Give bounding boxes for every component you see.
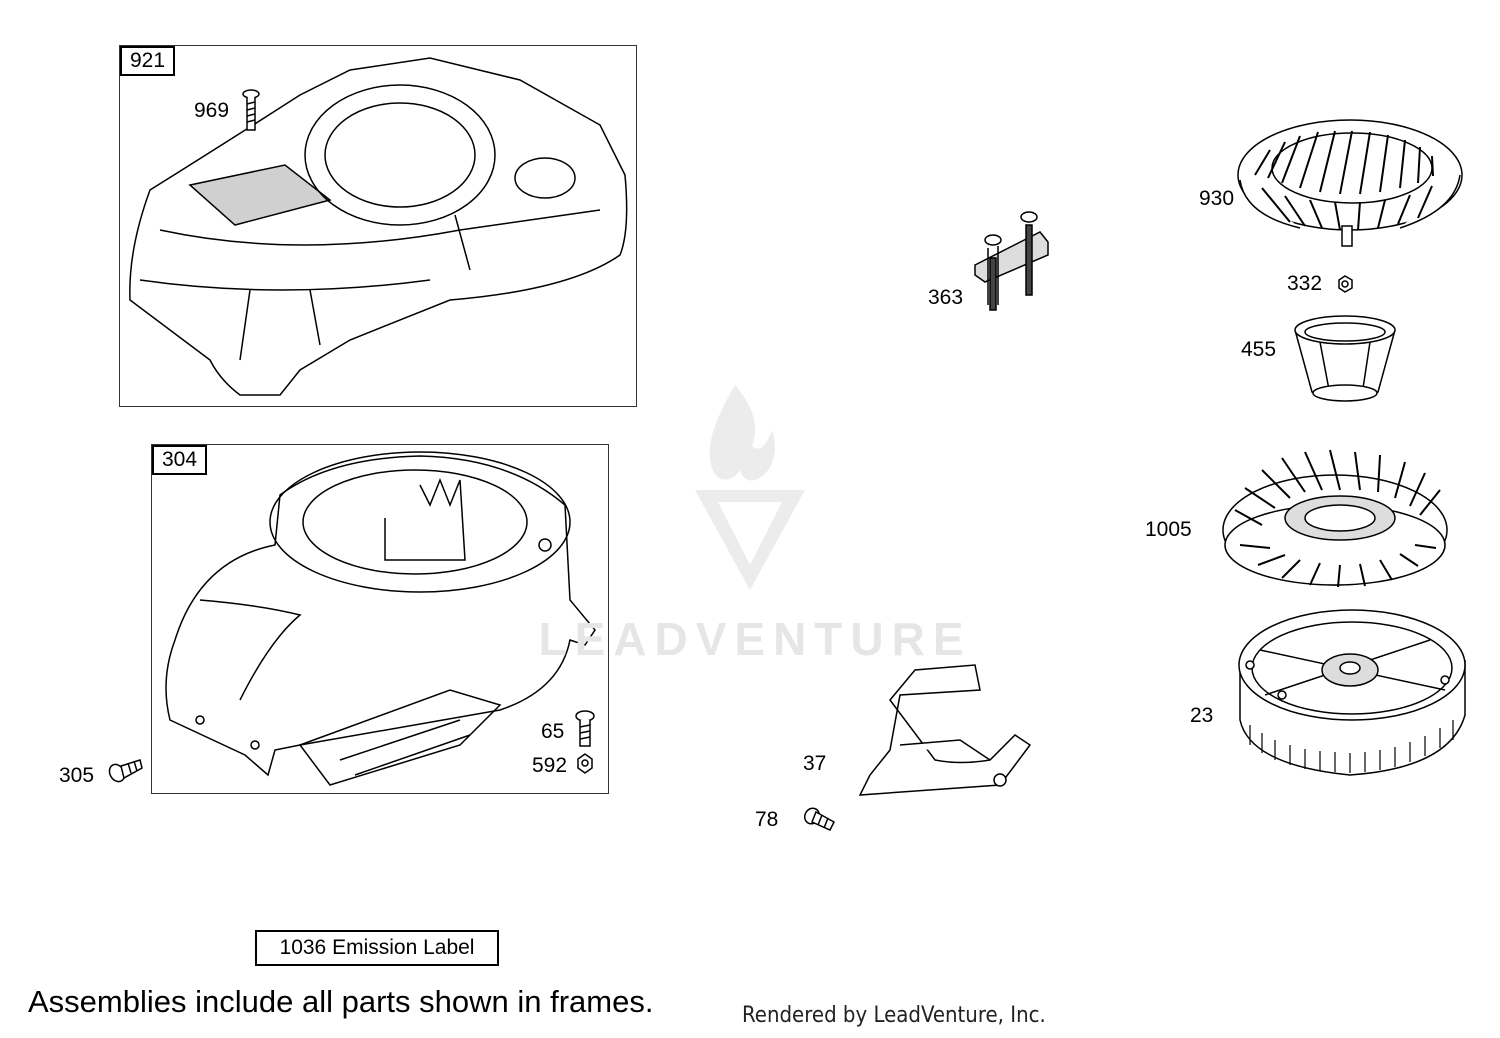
callout-930: 930 <box>1199 187 1235 210</box>
frame-label-304: 304 <box>152 445 208 475</box>
rendered-by-credit: Rendered by LeadVenture, Inc. <box>742 1003 1046 1028</box>
blower-housing-304 <box>165 451 596 786</box>
callout-305: 305 <box>59 764 95 787</box>
callout-969: 969 <box>194 99 230 122</box>
callout-455: 455 <box>1241 338 1277 361</box>
air-guide-37 <box>858 664 1032 796</box>
callout-37: 37 <box>803 752 827 775</box>
callout-23: 23 <box>1190 704 1214 727</box>
screw-969 <box>242 89 260 131</box>
emission-label-box: 1036 Emission Label <box>255 930 499 966</box>
callout-363: 363 <box>928 286 964 309</box>
nut-592 <box>577 753 593 774</box>
watermark-text: LEADVENTURE <box>538 613 972 665</box>
callout-65: 65 <box>541 720 565 743</box>
starter-cup-455 <box>1294 315 1396 402</box>
blower-housing-921 <box>129 57 628 396</box>
callout-1005: 1005 <box>1145 518 1192 541</box>
callout-332: 332 <box>1287 272 1323 295</box>
nut-332 <box>1338 275 1353 293</box>
callout-78: 78 <box>755 808 779 831</box>
watermark-logo <box>695 385 805 590</box>
bracket-363 <box>974 211 1049 311</box>
screw-78 <box>803 807 835 831</box>
screw-305 <box>108 759 143 783</box>
fan-1005 <box>1222 449 1448 588</box>
frame-label-921: 921 <box>120 46 176 76</box>
screw-65 <box>575 710 595 747</box>
frame-921 <box>119 45 637 407</box>
assemblies-note: Assemblies include all parts shown in fr… <box>28 984 654 1019</box>
rewind-guard-930 <box>1237 119 1463 247</box>
frame-304 <box>151 444 609 794</box>
flywheel-23 <box>1238 609 1466 776</box>
callout-592: 592 <box>532 754 568 777</box>
